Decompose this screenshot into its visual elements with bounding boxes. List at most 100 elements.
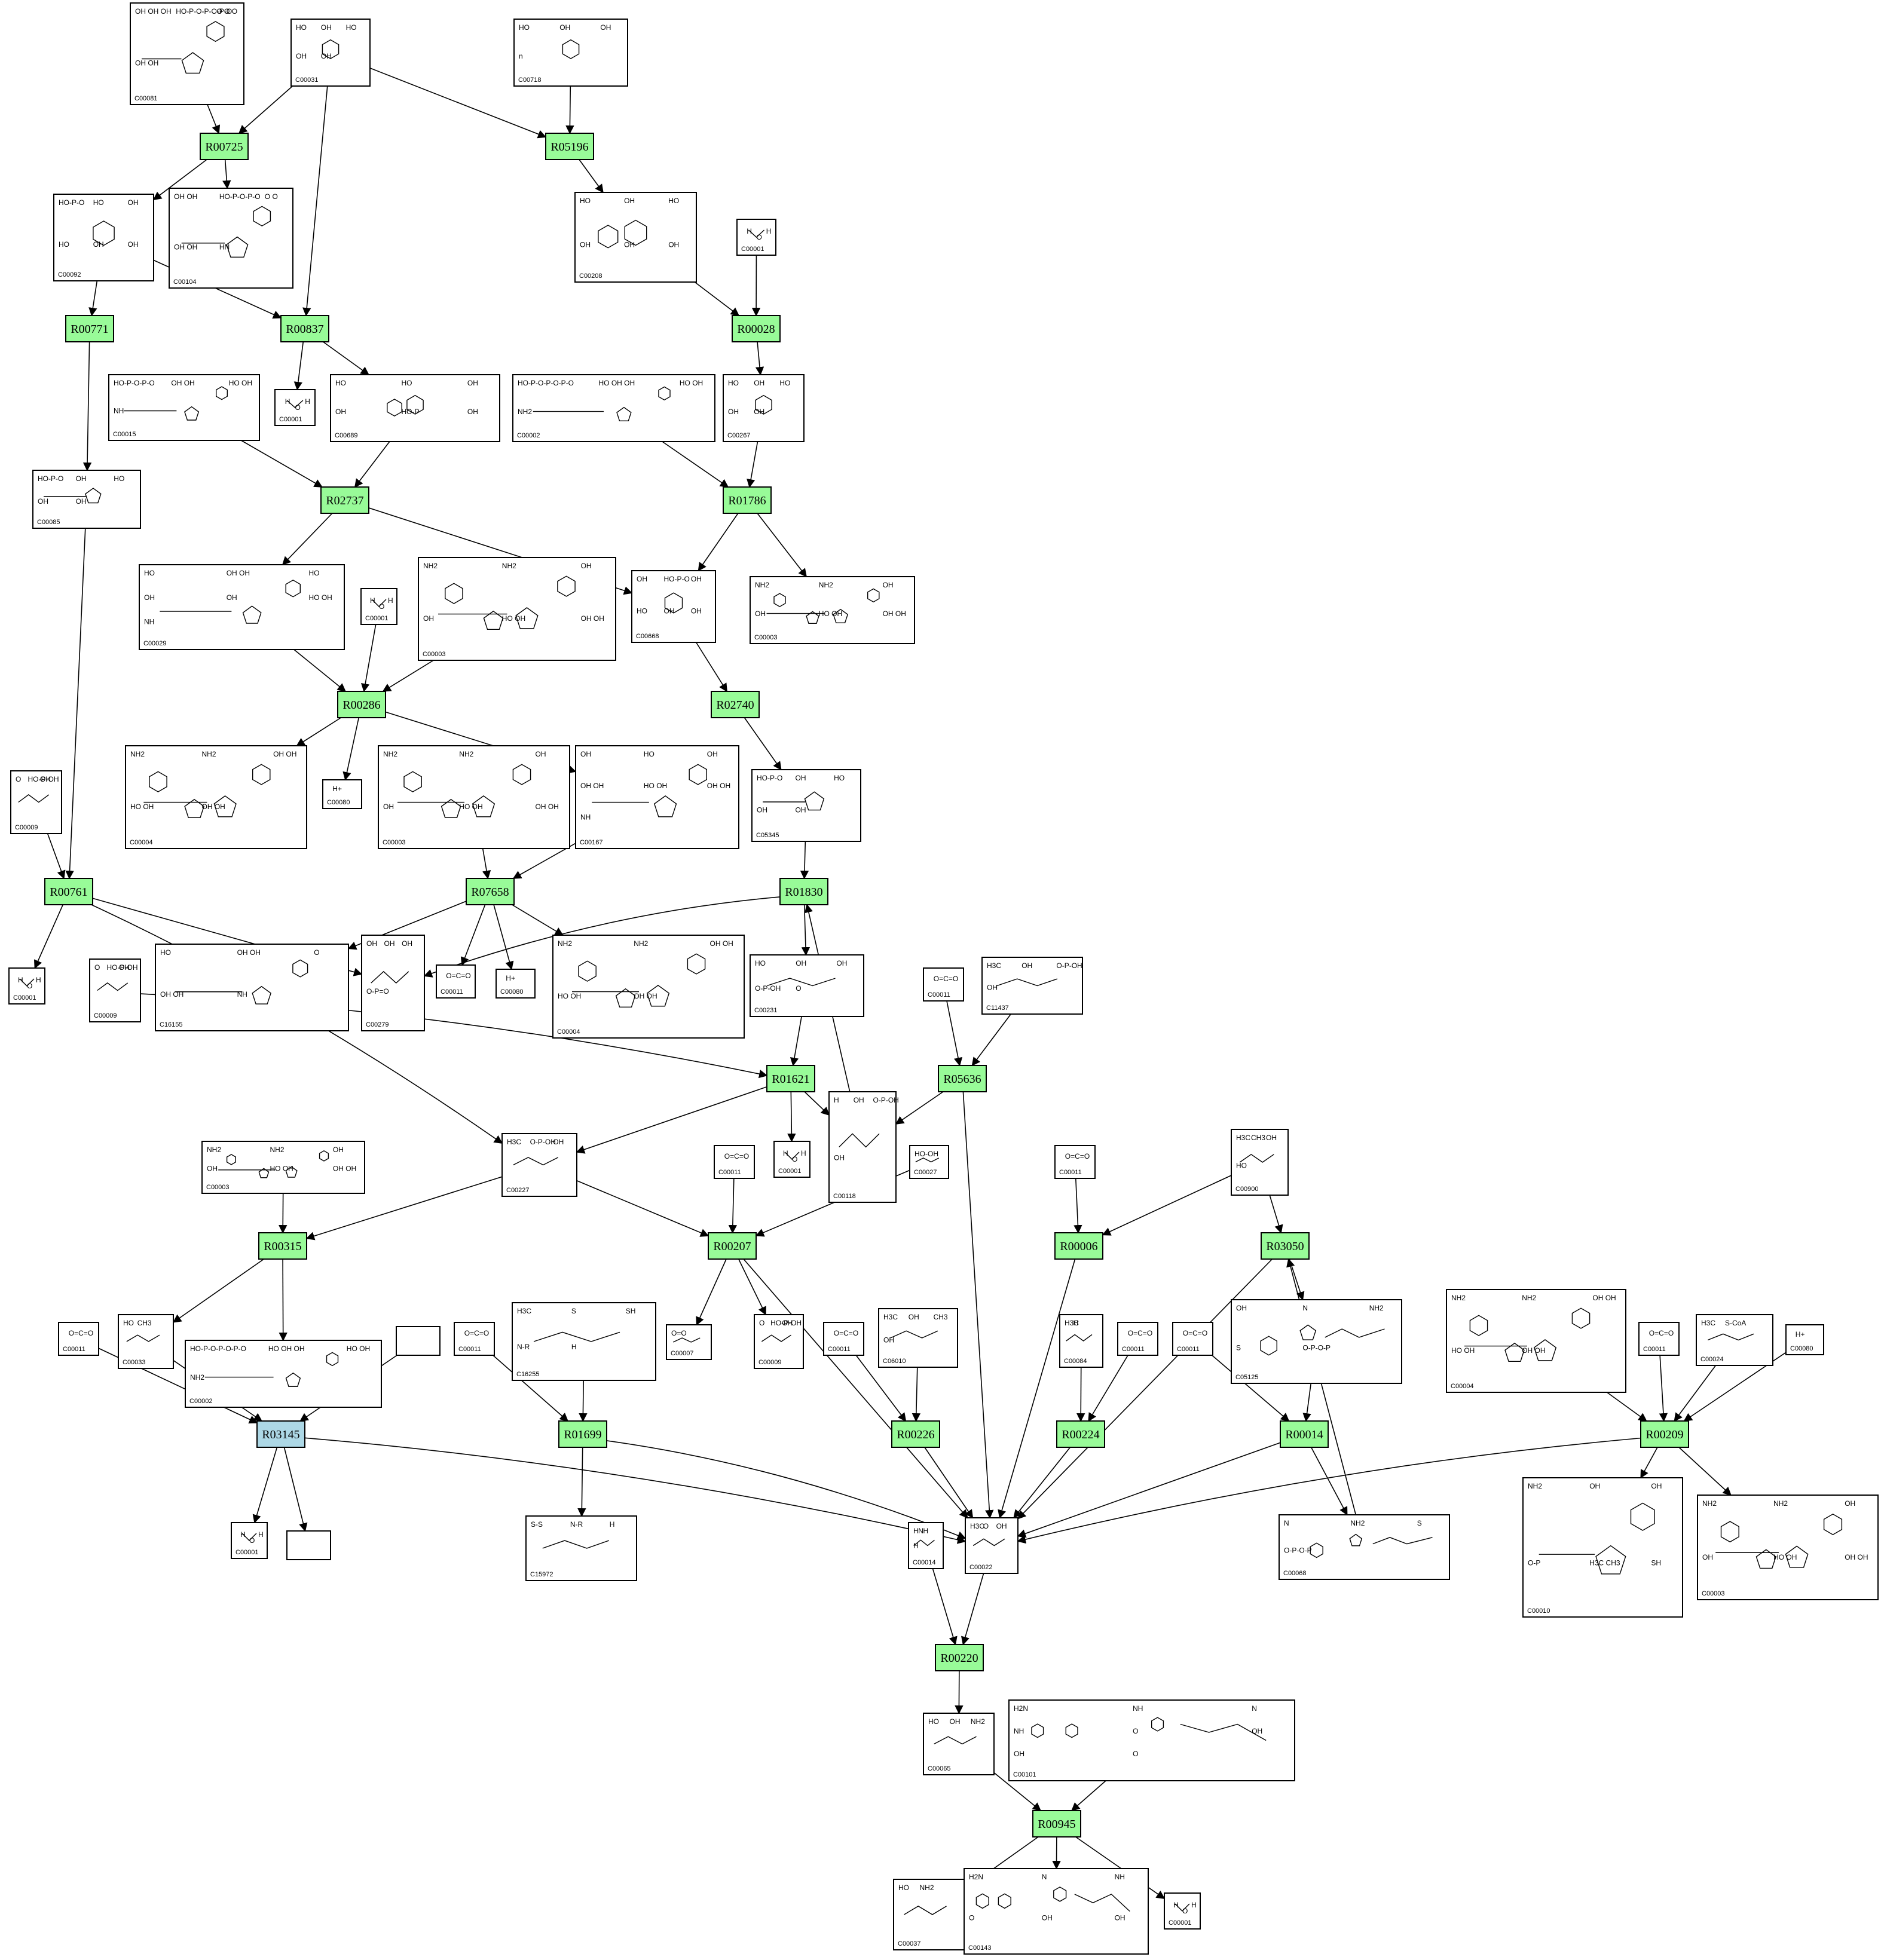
reaction-R01786[interactable]: R01786 (723, 486, 772, 514)
reaction-R00837[interactable]: R00837 (280, 315, 329, 342)
compound-C00080[interactable]: H+C00080 (322, 779, 362, 809)
reaction-R00761[interactable]: R00761 (44, 878, 93, 905)
compound-C00080[interactable]: H+C00080 (1785, 1324, 1824, 1355)
reaction-R00006[interactable]: R00006 (1054, 1232, 1103, 1260)
reaction-R01699[interactable]: R01699 (558, 1420, 607, 1448)
reaction-R00286[interactable]: R00286 (337, 691, 386, 718)
reaction-R05636[interactable]: R05636 (938, 1065, 987, 1092)
compound-blank[interactable] (286, 1530, 331, 1560)
reaction-R00315[interactable]: R00315 (258, 1232, 307, 1260)
reaction-R01621[interactable]: R01621 (766, 1065, 815, 1092)
reaction-R00014[interactable]: R00014 (1280, 1420, 1329, 1448)
reaction-R00771[interactable]: R00771 (65, 315, 114, 342)
reaction-R03145[interactable]: R03145 (256, 1420, 305, 1448)
reaction-R00028[interactable]: R00028 (732, 315, 781, 342)
reaction-R00209[interactable]: R00209 (1640, 1420, 1689, 1448)
reaction-R05196[interactable]: R05196 (545, 133, 594, 160)
reaction-R03050[interactable]: R03050 (1261, 1232, 1310, 1260)
reaction-R00207[interactable]: R00207 (708, 1232, 757, 1260)
reaction-R02740[interactable]: R02740 (711, 691, 760, 718)
reaction-R00224[interactable]: R00224 (1056, 1420, 1105, 1448)
compound-C00080[interactable]: H+C00080 (496, 969, 536, 999)
reaction-R00226[interactable]: R00226 (891, 1420, 940, 1448)
reaction-R07658[interactable]: R07658 (466, 878, 515, 905)
reaction-R01830[interactable]: R01830 (779, 878, 828, 905)
reaction-R02737[interactable]: R02737 (320, 486, 369, 514)
reaction-R00220[interactable]: R00220 (935, 1644, 984, 1671)
reaction-R00945[interactable]: R00945 (1032, 1810, 1081, 1838)
compound-blank[interactable] (396, 1326, 441, 1356)
reaction-R00725[interactable]: R00725 (200, 133, 249, 160)
atom-label: HO-P-OH (28, 775, 59, 783)
